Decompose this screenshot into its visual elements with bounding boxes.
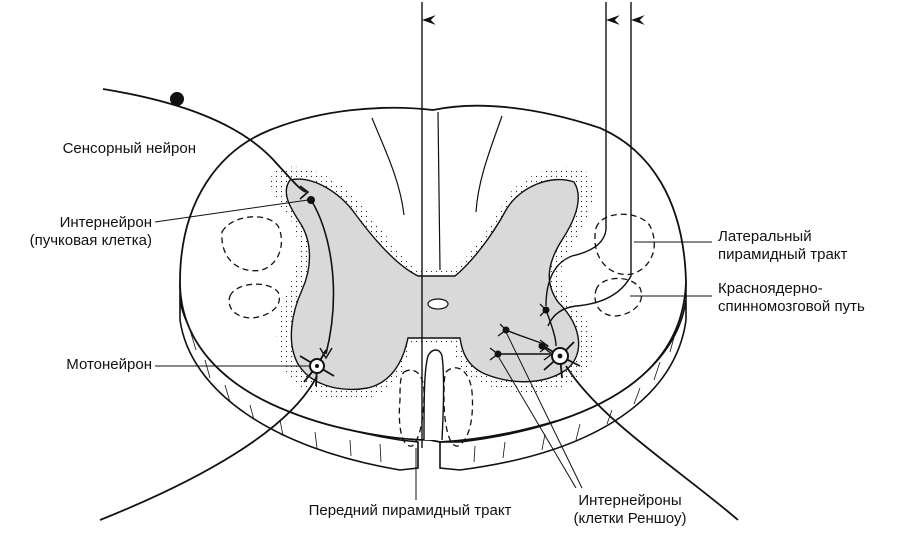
label-lateral-pyramidal-tract: Латеральный пирамидный тракт [718, 228, 847, 264]
label-rubrospinal-line2: спинномозговой путь [718, 298, 865, 315]
label-renshaw-line2: (клетки Реншоу) [573, 510, 687, 527]
rubrospinal-tract-outline [594, 277, 643, 317]
left-lateral-tract-outline [221, 216, 283, 272]
dorsal-column-left [371, 117, 405, 216]
left-rubrospinal-outline [228, 283, 280, 319]
label-interneuron-line2: (пучковая клетка) [29, 232, 152, 249]
label-motoneuron: Мотонейрон [66, 356, 152, 373]
label-lateral-pyramidal-line2: пирамидный тракт [718, 246, 848, 263]
right-motoneuron [539, 341, 739, 521]
dorsal-septum [437, 111, 441, 271]
label-interneuron: Интернейрон (пучковая клетка) [20, 214, 152, 250]
renshaw-interneurons [489, 303, 557, 361]
leader-lines [154, 199, 712, 500]
descending-fibers [421, 2, 645, 448]
label-rubrospinal-tract: Красноядерно- спинномозговой путь [718, 280, 865, 316]
sensory-neuron-cell-body [170, 92, 184, 106]
interneuron-funicular [307, 196, 335, 360]
central-canal [427, 298, 449, 310]
label-anterior-pyramidal-tract: Передний пирамидный тракт [308, 502, 512, 519]
right-anterior-tract-outline [443, 367, 474, 447]
label-interneuron-line1: Интернейрон [59, 214, 152, 231]
label-rubrospinal-line1: Красноядерно- [718, 280, 823, 297]
label-renshaw-line1: Интернейроны [578, 492, 682, 509]
rim-hatching [189, 329, 677, 463]
label-lateral-pyramidal-line1: Латеральный [718, 228, 812, 245]
dorsal-column-right [475, 115, 503, 213]
label-renshaw-interneurons: Интернейроны (клетки Реншоу) [540, 492, 720, 528]
label-sensory-neuron: Сенсорный нейрон [62, 140, 196, 157]
lateral-pyramidal-tract-outline [594, 213, 655, 276]
sensory-neuron [102, 88, 310, 200]
anterior-fissure [423, 349, 445, 441]
left-motoneuron [99, 349, 335, 521]
